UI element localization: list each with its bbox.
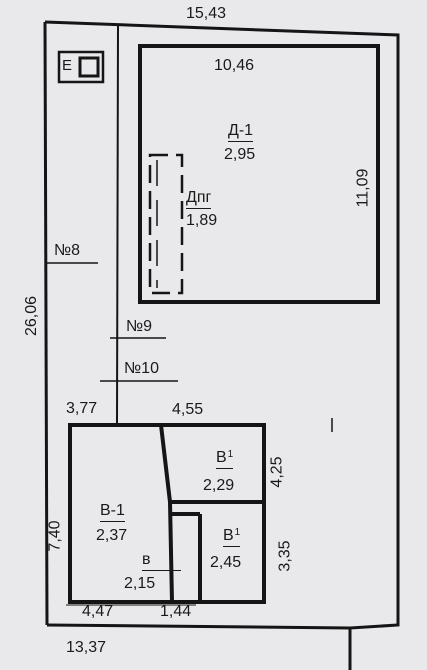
room-v1-label: В-1	[100, 503, 125, 522]
outer-boundary	[44, 20, 400, 670]
room-v1-value: 2,37	[96, 527, 128, 544]
inner-building-value: 1,89	[186, 212, 218, 229]
main-building-value: 2,95	[224, 146, 256, 163]
outer-left-length: 26,06	[23, 295, 41, 337]
lower-divider-c	[168, 501, 174, 603]
room-b1-top-value: 2,29	[203, 477, 235, 494]
room-v-value: 2,15	[124, 575, 156, 592]
main-building-height: 11,09	[354, 168, 372, 208]
main-building	[138, 44, 380, 304]
outer-boundary-bottom	[46, 623, 351, 630]
main-building-width: 10,46	[214, 57, 255, 74]
lower-bottom-left: 4,47	[82, 603, 114, 620]
outer-top-length: 15,43	[186, 5, 227, 22]
marker-8: №8	[54, 242, 81, 259]
outer-boundary-left	[43, 21, 49, 626]
inner-building-label: Дпг	[186, 190, 212, 209]
lower-divider-a	[159, 424, 172, 503]
well-inner	[78, 56, 100, 78]
lower-bottom-right: 1,44	[160, 603, 192, 620]
marker-9: №9	[126, 318, 153, 335]
divider-line	[116, 24, 119, 424]
room-b1-top-height: 4,25	[268, 456, 286, 488]
lower-block	[68, 423, 266, 604]
well-box	[57, 50, 105, 84]
outer-bottom-length: 13,37	[66, 639, 107, 656]
room-v-label: в	[142, 552, 181, 571]
room-b1-bottom-value: 2,45	[210, 554, 242, 571]
main-building-label: Д-1	[228, 123, 254, 142]
inner-building	[148, 153, 184, 295]
lower-left-height: 7,40	[46, 520, 64, 552]
marker-10: №10	[124, 360, 159, 377]
lower-top-width: 4,55	[172, 401, 204, 418]
room-b1-top-label: В1	[216, 450, 234, 469]
lower-left-width: 3,77	[66, 400, 98, 417]
room-b1-bottom-height: 3,35	[276, 540, 294, 572]
room-b1-bottom-label: В1	[223, 528, 241, 547]
well-label: Е	[62, 57, 73, 74]
